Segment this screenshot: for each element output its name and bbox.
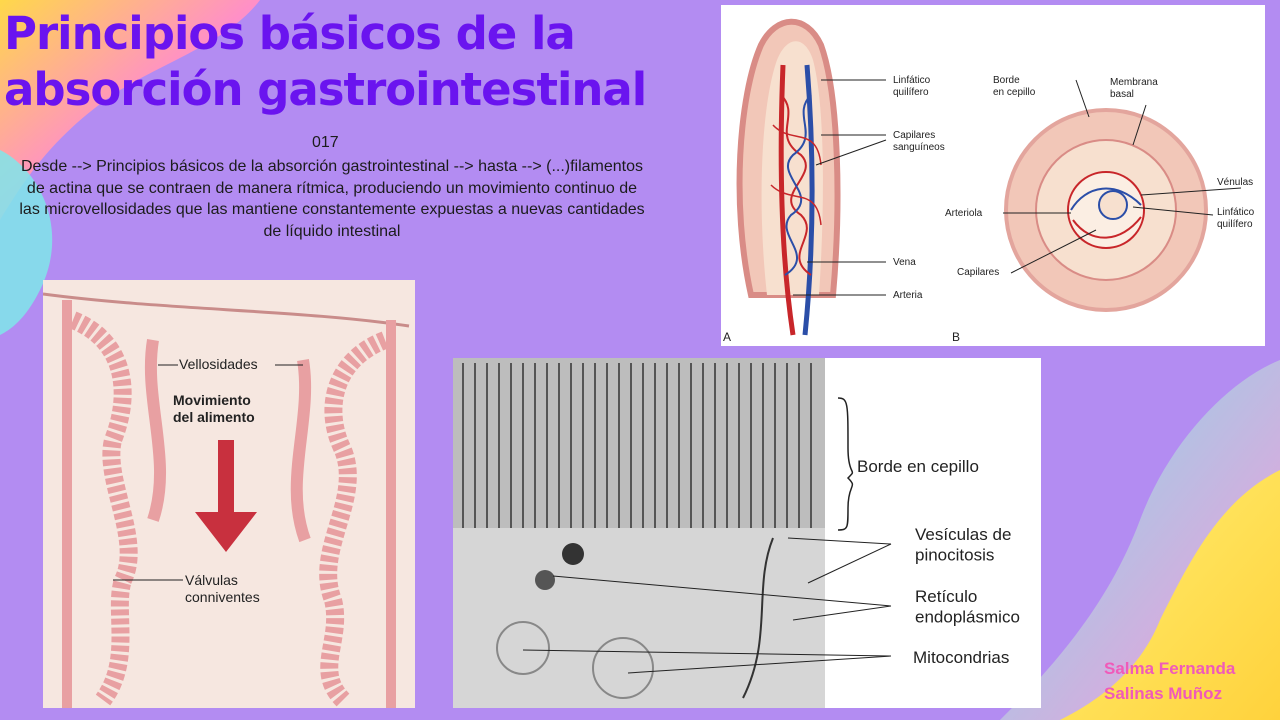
- label-mitochondria: Mitocondrias: [913, 648, 1009, 667]
- label-b-capillaries: Capilares: [957, 267, 999, 278]
- slide-code: 017: [312, 134, 339, 151]
- label-a-artery: Arteria: [893, 290, 923, 301]
- label-b-venules: Vénulas: [1217, 177, 1253, 188]
- author-line-1: Salma Fernanda: [1104, 659, 1236, 678]
- label-a-vein: Vena: [893, 257, 916, 268]
- label-line: endoplásmico: [915, 607, 1020, 626]
- author-line-2: Salinas Muñoz: [1104, 684, 1223, 703]
- label-line: del alimento: [173, 409, 255, 425]
- author-name: Salma Fernanda Salinas Muñoz: [1104, 656, 1280, 706]
- panel-b-letter: B: [952, 330, 960, 344]
- label-line: quilífero: [1217, 219, 1253, 230]
- label-line: pinocitosis: [915, 545, 994, 564]
- label-line: basal: [1110, 89, 1134, 100]
- label-line: sanguíneos: [893, 142, 945, 153]
- label-villi: Vellosidades: [179, 356, 258, 372]
- page-title: Principios básicos de la absorción gastr…: [4, 7, 647, 116]
- label-brush-border: Borde en cepillo: [857, 457, 979, 476]
- label-line: conniventes: [185, 589, 260, 605]
- label-b-arteriole: Arteriola: [945, 208, 983, 219]
- label-line: en cepillo: [993, 87, 1036, 98]
- label-line: quilífero: [893, 87, 929, 98]
- panel-a-letter: A: [723, 330, 731, 344]
- description-text: Desde --> Principios básicos de la absor…: [19, 158, 645, 240]
